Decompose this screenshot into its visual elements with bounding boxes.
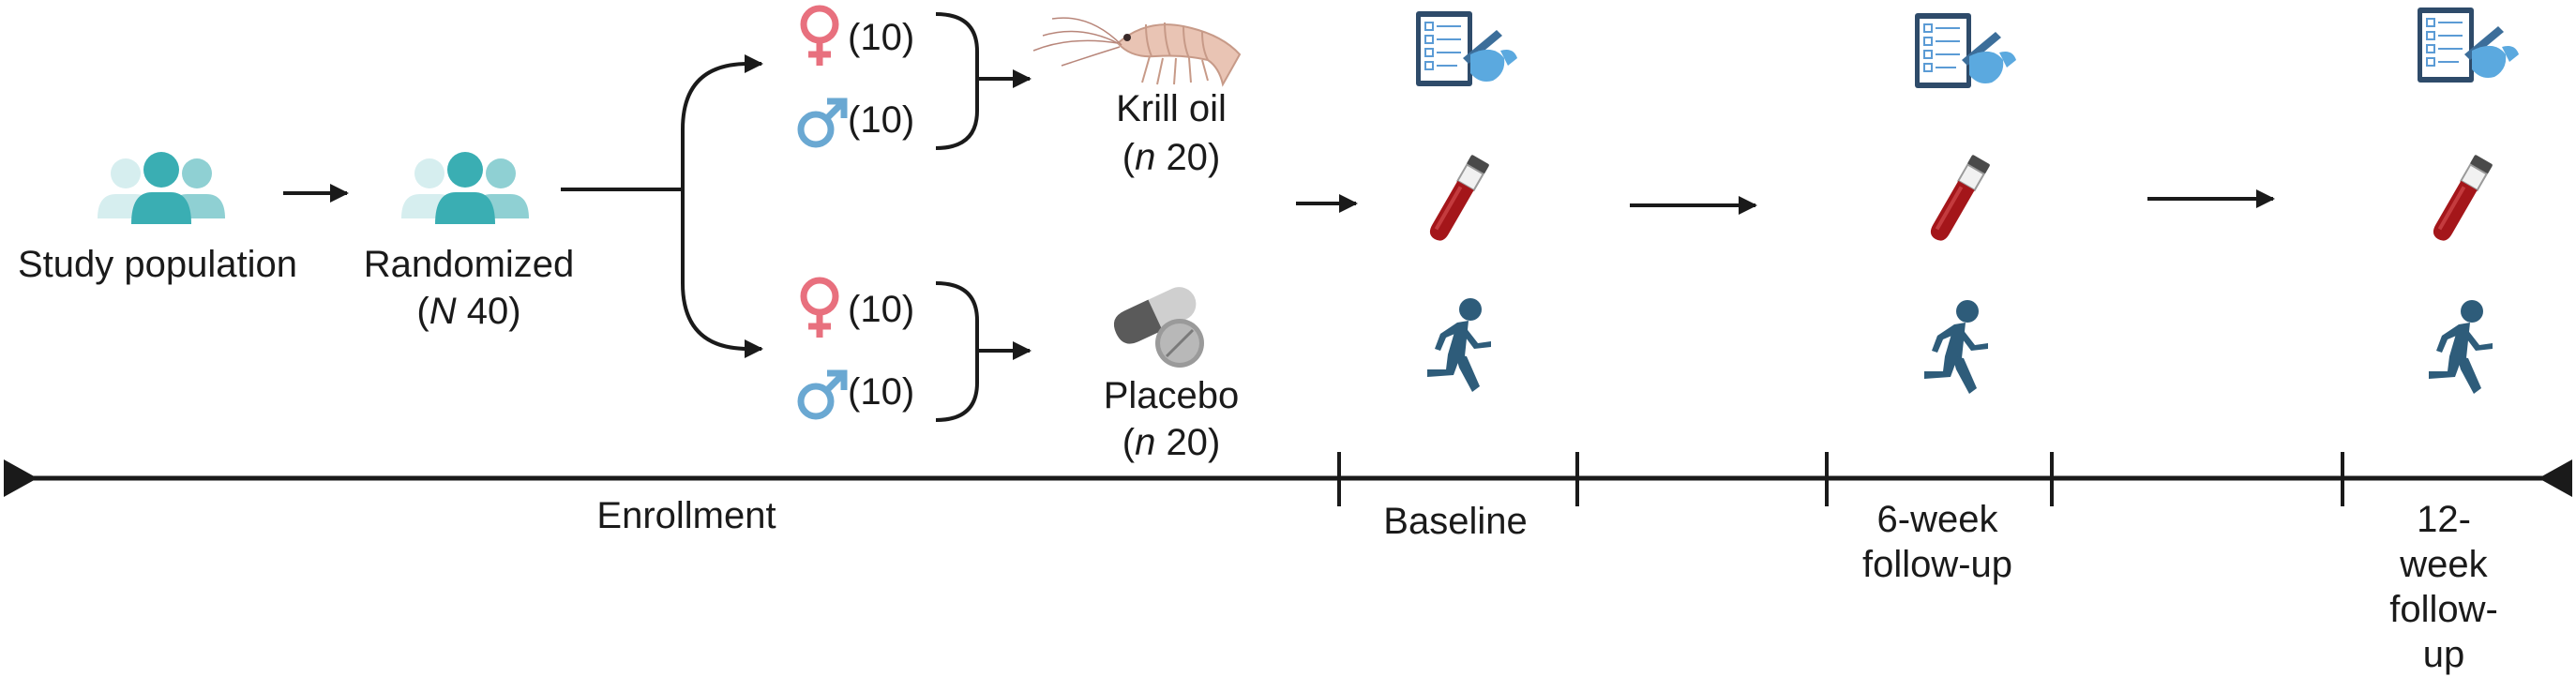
krill-icon bbox=[1032, 17, 1241, 85]
questionnaire-icon bbox=[1415, 10, 1518, 87]
female-symbol-icon bbox=[804, 280, 836, 338]
brace-krill bbox=[935, 12, 1030, 150]
male-symbol-icon bbox=[801, 101, 844, 144]
krill-oil-n: (n 20) bbox=[1122, 137, 1221, 178]
population-label: Study population bbox=[17, 244, 298, 285]
phase-6-week: 6-week follow-up bbox=[1861, 499, 2013, 585]
people-group-icon bbox=[98, 152, 225, 224]
runner-icon bbox=[1924, 300, 1988, 394]
questionnaire-icon bbox=[2417, 7, 2520, 83]
placebo-male-count: (10) bbox=[848, 371, 915, 413]
placebo-n: (n 20) bbox=[1122, 422, 1221, 463]
placebo-label: Placebo bbox=[1103, 375, 1240, 416]
placebo-female-count: (10) bbox=[848, 289, 915, 330]
runner-icon bbox=[2429, 300, 2493, 394]
randomization-branch bbox=[561, 62, 749, 351]
male-symbol-icon bbox=[801, 373, 844, 416]
study-design-diagram bbox=[4, 0, 2572, 506]
krill-female-count: (10) bbox=[848, 17, 915, 58]
timeline-right-arrowhead bbox=[2538, 459, 2572, 497]
blood-tube-icon bbox=[1925, 153, 1992, 246]
pills-icon bbox=[1107, 279, 1206, 369]
female-symbol-icon bbox=[804, 8, 836, 66]
timeline-left-arrowhead bbox=[4, 459, 38, 497]
brace-placebo bbox=[935, 281, 1030, 422]
phase-enrollment: Enrollment bbox=[596, 495, 776, 536]
randomized-n: (N 40) bbox=[416, 291, 521, 332]
questionnaire-icon bbox=[1914, 12, 2017, 89]
phase-12-week: 12-week follow-up bbox=[2389, 499, 2498, 675]
krill-oil-label: Krill oil bbox=[1116, 88, 1227, 129]
blood-tube-icon bbox=[1424, 153, 1491, 246]
krill-male-count: (10) bbox=[848, 99, 915, 141]
phase-baseline: Baseline bbox=[1383, 501, 1528, 542]
runner-icon bbox=[1427, 298, 1491, 392]
randomized-label: Randomized bbox=[363, 244, 575, 285]
people-group-icon bbox=[401, 152, 529, 224]
blood-tube-icon bbox=[2428, 153, 2494, 246]
timeline-ticks bbox=[1337, 452, 2344, 506]
